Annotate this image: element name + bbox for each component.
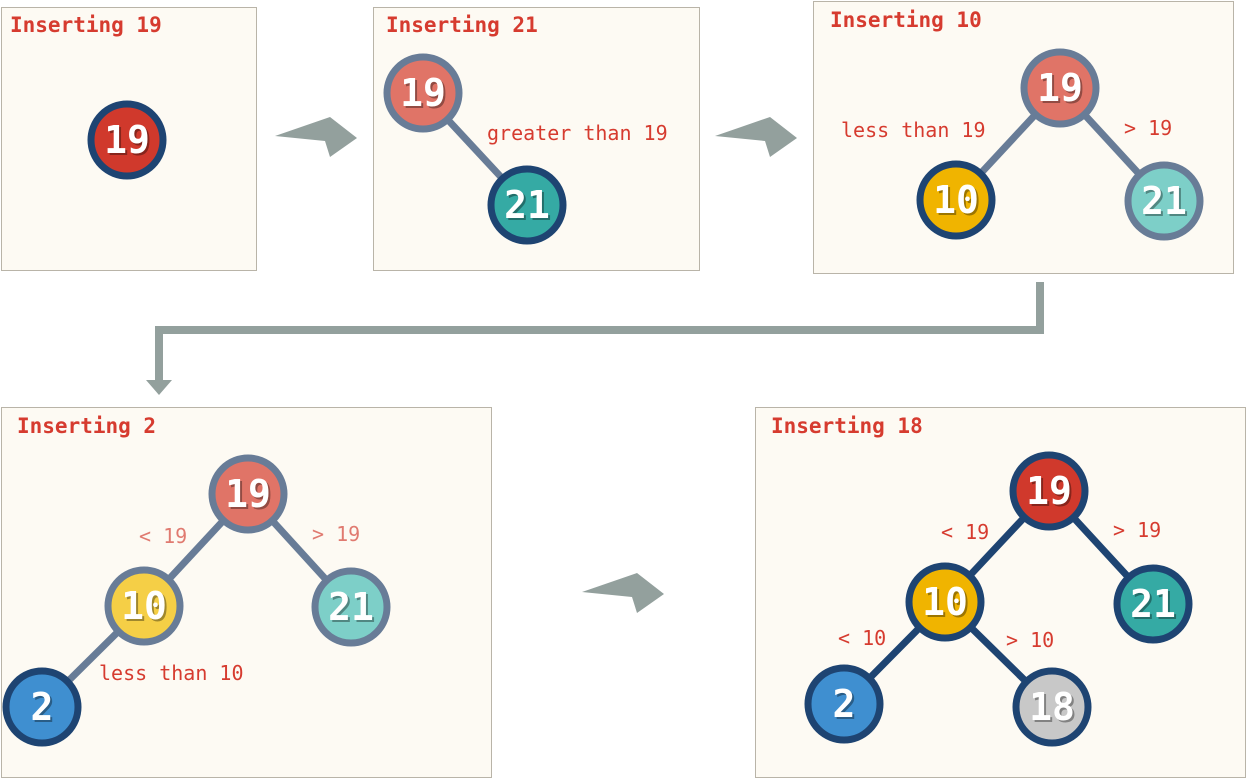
node-value: 19 [1026,469,1072,513]
node-value: 21 [1141,179,1187,223]
node-value: 19 [400,71,446,115]
node-value-shadow: 19 [227,474,273,518]
node-circle [804,664,884,744]
edge-label: < 10 [838,626,886,650]
edge-label: less than 10 [99,661,244,685]
node-value: 19 [104,118,150,162]
node-value-shadow: 21 [506,185,552,229]
edge-label: > 19 [1124,116,1172,140]
node-circle [2,667,82,747]
node-value: 2 [833,682,856,726]
node-value-shadow: 21 [330,587,376,631]
arrow-right-1 [275,117,357,157]
node-value: 19 [225,472,271,516]
edge-label: < 19 [139,524,187,548]
node-value: 21 [328,585,374,629]
tree-node-2: 22 [804,664,884,744]
node-circle [1113,564,1193,644]
node-value: 18 [1029,685,1075,729]
node-value-shadow: 19 [402,73,448,117]
edge-label: > 10 [1006,628,1054,652]
tree-node-2: 22 [2,667,82,747]
node-circle [311,567,391,647]
node-circle [1020,48,1100,128]
node-value: 10 [121,584,167,628]
node-circle [383,53,463,133]
node-value: 21 [504,183,550,227]
panel-title: Inserting 10 [830,8,982,32]
node-value-shadow: 21 [1143,181,1189,225]
arrow-down-icon [146,380,172,395]
node-value: 21 [1130,582,1176,626]
edge-label: > 19 [312,522,360,546]
panel-title: Inserting 19 [10,13,162,37]
panel-title: Inserting 21 [386,13,538,37]
node-value-shadow: 2 [33,687,56,731]
node-value-shadow: 19 [1039,68,1085,112]
node-value-shadow: 2 [835,684,858,728]
flow-arrows [146,117,1044,613]
node-value-shadow: 19 [106,120,152,164]
node-circle [1009,451,1089,531]
arrow-right-2 [715,117,797,157]
node-value: 2 [31,685,54,729]
edge-label: greater than 19 [487,121,668,145]
node-value-shadow: 10 [123,586,169,630]
edge-label: > 19 [1113,518,1161,542]
node-circle [87,100,167,180]
node-circle [1124,161,1204,241]
node-value-shadow: 18 [1031,687,1077,731]
edge-label: less than 19 [841,118,986,142]
node-circle [208,454,288,534]
node-value-shadow: 10 [924,582,970,626]
panel-title: Inserting 18 [771,414,923,438]
node-value: 19 [1037,66,1083,110]
node-circle [905,562,985,642]
node-circle [916,160,996,240]
node-circle [487,165,567,245]
node-value: 10 [922,580,968,624]
wrap-connector-line [155,282,1044,380]
node-value-shadow: 10 [935,180,981,224]
node-value-shadow: 21 [1132,584,1178,628]
edge-label: < 19 [941,520,989,544]
node-value-shadow: 19 [1028,471,1074,515]
panel-title: Inserting 2 [17,414,156,438]
arrow-right-3 [582,573,664,613]
node-circle [1012,667,1092,747]
node-value: 10 [933,178,979,222]
node-circle [104,566,184,646]
